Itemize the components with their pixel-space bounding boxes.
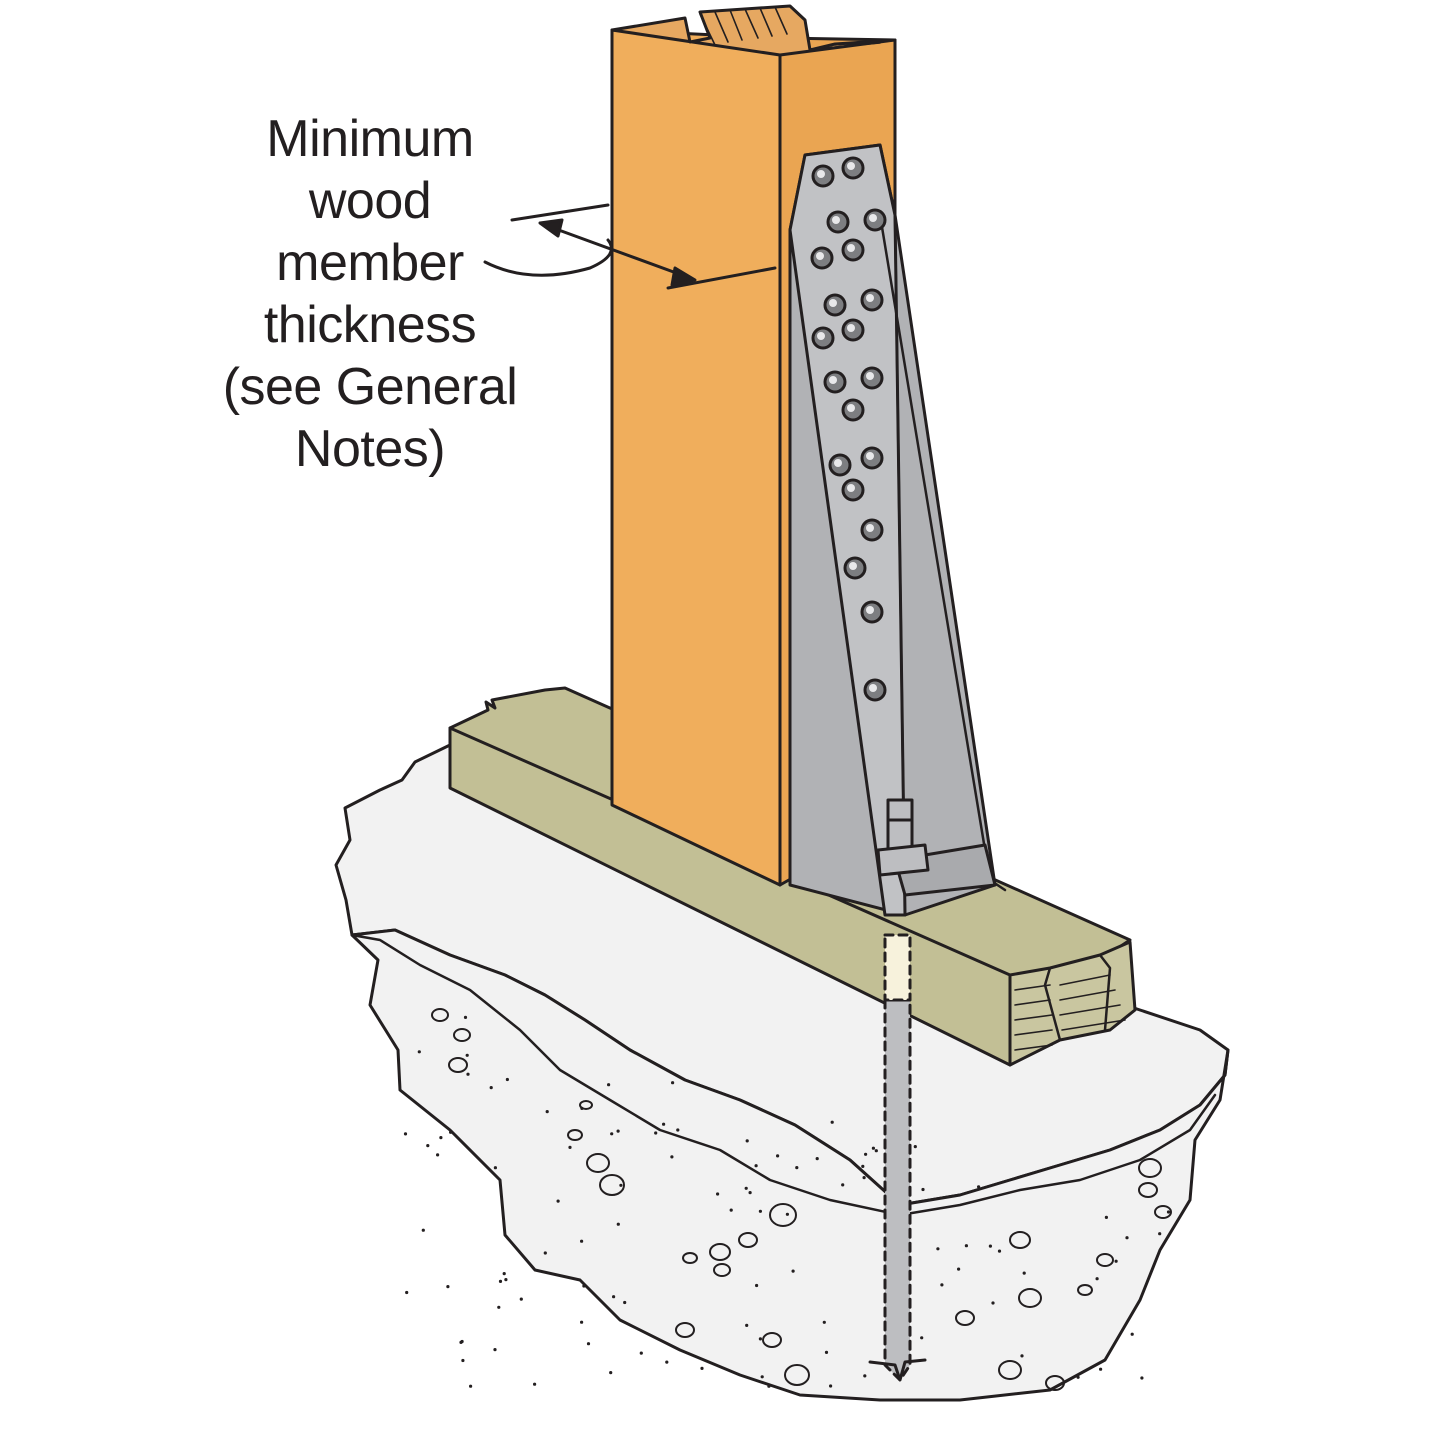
thickness-callout: Minimum wood member thickness (see Gener… bbox=[200, 108, 540, 480]
callout-line: member bbox=[276, 234, 464, 292]
callout-line: (see General bbox=[222, 358, 518, 416]
dimension-arrow bbox=[483, 203, 777, 290]
concrete-foundation bbox=[334, 743, 1230, 1402]
callout-line: wood bbox=[308, 172, 432, 230]
callout-line: Notes) bbox=[294, 420, 446, 478]
anchor-bolt bbox=[868, 798, 930, 1382]
callout-line: Minimum bbox=[266, 110, 474, 168]
callout-line: thickness bbox=[263, 296, 477, 354]
hold-down-bracket bbox=[788, 143, 1007, 917]
